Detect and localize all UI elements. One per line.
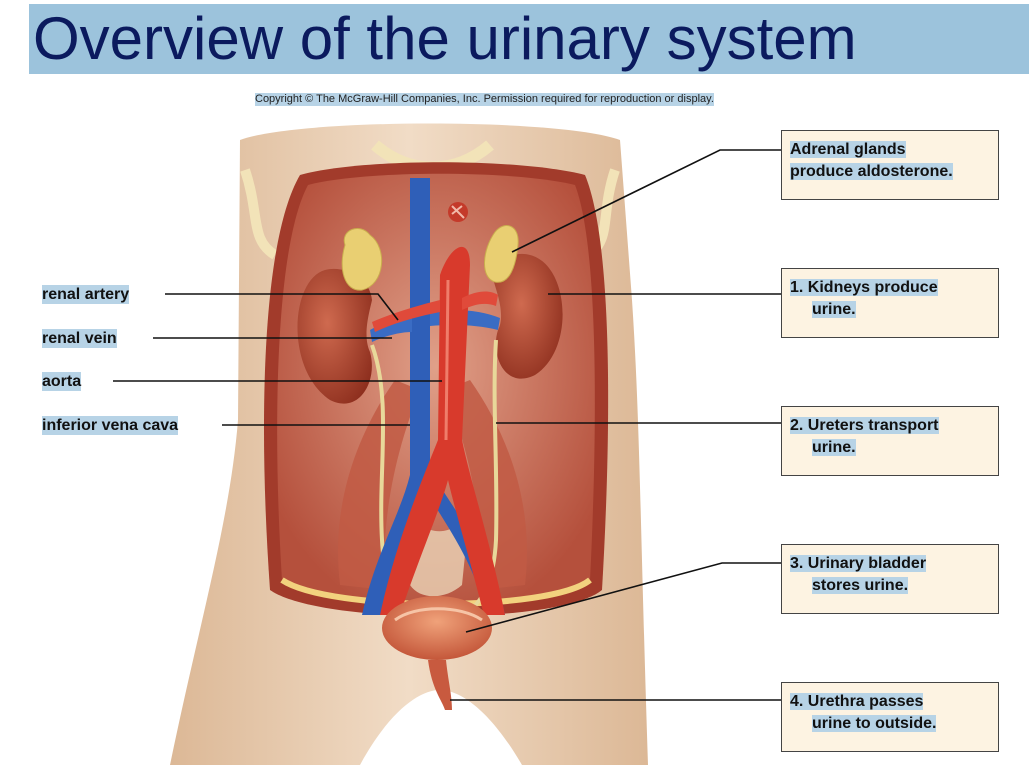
callout-urethra: 4. Urethra passes urine to outside. <box>781 682 999 752</box>
label-renal-vein: renal vein <box>42 329 117 348</box>
callout-kidneys-line2: urine. <box>812 301 856 318</box>
callout-adrenal-glands: Adrenal glands produce aldosterone. <box>781 130 999 200</box>
label-aorta: aorta <box>42 372 81 391</box>
callout-urinary-bladder: 3. Urinary bladder stores urine. <box>781 544 999 614</box>
callout-urethra-line1: 4. Urethra passes <box>790 693 923 710</box>
callout-bladder-line2: stores urine. <box>812 577 908 594</box>
callout-ureters-line1: 2. Ureters transport <box>790 417 939 434</box>
aorta-highlight <box>446 280 448 440</box>
callout-bladder-line1: 3. Urinary bladder <box>790 555 926 572</box>
callout-adrenal-line1: Adrenal glands <box>790 141 906 158</box>
label-renal-artery: renal artery <box>42 285 129 304</box>
callout-kidneys: 1. Kidneys produce urine. <box>781 268 999 338</box>
callout-ureters: 2. Ureters transport urine. <box>781 406 999 476</box>
callout-adrenal-line2: produce aldosterone. <box>790 163 953 180</box>
callout-kidneys-line1: 1. Kidneys produce <box>790 279 938 296</box>
urinary-bladder <box>382 596 492 660</box>
callout-ureters-line2: urine. <box>812 439 856 456</box>
label-inferior-vena-cava: inferior vena cava <box>42 416 178 435</box>
callout-urethra-line2: urine to outside. <box>812 715 936 732</box>
